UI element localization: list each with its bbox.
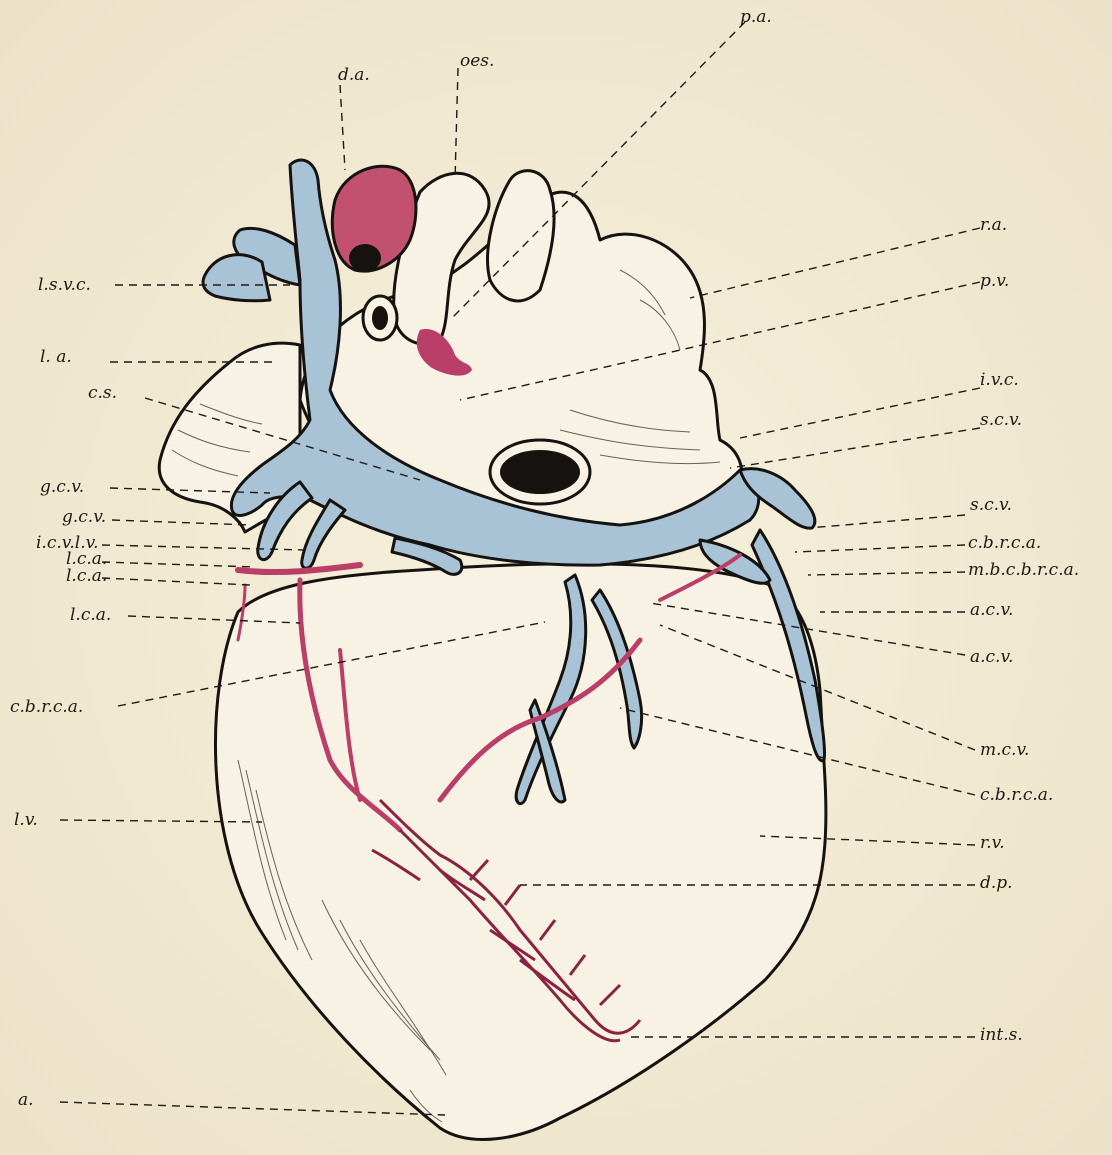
label-mbcbrca: m.b.c.b.r.c.a. [968, 560, 1079, 580]
label-a: a. [18, 1090, 34, 1110]
label-mcv: m.c.v. [980, 740, 1029, 760]
label-scv-bottom: s.c.v. [970, 495, 1012, 515]
label-rv: r.v. [980, 833, 1005, 853]
label-lsvc: l.s.v.c. [38, 275, 91, 295]
label-pv: p.v. [980, 271, 1009, 291]
label-acv-1: a.c.v. [970, 600, 1013, 620]
label-cbrca-right-1: c.b.r.c.a. [968, 533, 1041, 553]
label-gcv-1: g.c.v. [40, 477, 84, 497]
ivc-lumen [500, 450, 580, 494]
label-lca-3: l.c.a. [70, 605, 111, 625]
label-ints: int.s. [980, 1025, 1023, 1045]
label-cbrca-right-2: c.b.r.c.a. [980, 785, 1053, 805]
label-ra: r.a. [980, 215, 1007, 235]
label-lca-2: l.c.a. [66, 566, 107, 586]
label-acv-2: a.c.v. [970, 647, 1013, 667]
label-lv: l.v. [14, 810, 38, 830]
vessel-ring-lumen [372, 306, 388, 330]
ductus-lumen [349, 244, 381, 272]
label-la: l. a. [40, 347, 72, 367]
label-ivc: i.v.c. [980, 370, 1019, 390]
label-gcv-2: g.c.v. [62, 507, 106, 527]
label-dp: d.p. [980, 873, 1013, 893]
label-scv-top: s.c.v. [980, 410, 1022, 430]
label-oes: oes. [460, 51, 494, 71]
label-da: d.a. [338, 65, 370, 85]
label-cs: c.s. [88, 383, 117, 403]
label-pa: p.a. [740, 7, 772, 27]
label-cbrca-left: c.b.r.c.a. [10, 697, 83, 717]
